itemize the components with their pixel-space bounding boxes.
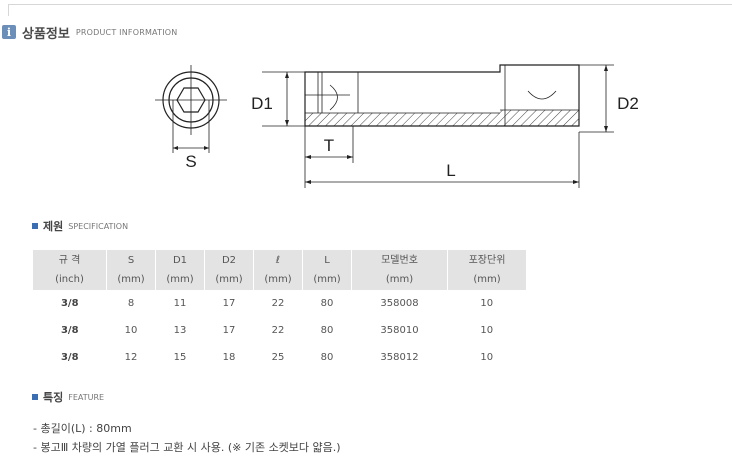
cell-d1: 11 bbox=[173, 298, 187, 309]
cell-l-small: 25 bbox=[271, 352, 285, 363]
col-header: D2(mm) bbox=[204, 250, 254, 290]
cell-pack: 10 bbox=[480, 352, 494, 363]
product-info-header: i 상품정보 PRODUCT INFORMATION bbox=[2, 24, 178, 42]
cell-s: 12 bbox=[124, 352, 138, 363]
spec-subtitle: SPECIFICATION bbox=[68, 221, 129, 231]
cell-s: 8 bbox=[127, 298, 135, 309]
table-row: 3/8 8 11 17 22 80 358008 10 bbox=[33, 290, 526, 317]
cell-size: 3/8 bbox=[60, 325, 79, 336]
col-header: L(mm) bbox=[302, 250, 352, 290]
cell-d2: 17 bbox=[222, 325, 236, 336]
bullet-square-icon bbox=[32, 394, 38, 400]
col-header: S(mm) bbox=[106, 250, 156, 290]
cell-model: 358012 bbox=[380, 352, 419, 363]
table-header-row: 규 격(inch) S(mm) D1(mm) D2(mm) ℓ(mm) L(mm… bbox=[33, 250, 526, 290]
col-header: 규 격(inch) bbox=[33, 250, 107, 290]
table-row: 3/8 10 13 17 22 80 358010 10 bbox=[33, 317, 526, 344]
socket-diagram: S D1 D2 T L bbox=[155, 64, 639, 188]
bullet-square-icon bbox=[32, 223, 38, 229]
cell-size: 3/8 bbox=[60, 352, 79, 363]
dim-label-d2: D2 bbox=[617, 94, 639, 113]
cell-l: 80 bbox=[320, 298, 334, 309]
dim-label-t: T bbox=[324, 136, 334, 155]
top-divider bbox=[8, 4, 732, 5]
col-header: 모델번호(mm) bbox=[351, 250, 448, 290]
socket-side-view: D1 D2 T L bbox=[251, 64, 639, 188]
spec-section-header: 제원 SPECIFICATION bbox=[32, 218, 128, 234]
dim-label-s: S bbox=[185, 152, 196, 171]
cell-size: 3/8 bbox=[60, 298, 79, 309]
left-divider bbox=[8, 5, 9, 16]
dim-label-l: L bbox=[446, 161, 455, 180]
cell-s: 10 bbox=[124, 325, 138, 336]
cell-pack: 10 bbox=[480, 298, 494, 309]
cell-d2: 17 bbox=[222, 298, 236, 309]
header-title: 상품정보 bbox=[22, 26, 70, 42]
cell-l-small: 22 bbox=[271, 298, 285, 309]
cell-d2: 18 bbox=[222, 352, 236, 363]
header-subtitle: PRODUCT INFORMATION bbox=[75, 27, 178, 37]
cell-l-small: 22 bbox=[271, 325, 285, 336]
cell-d1: 13 bbox=[173, 325, 187, 336]
table-row: 3/8 12 15 18 25 80 358012 10 bbox=[33, 344, 526, 371]
dim-label-d1: D1 bbox=[251, 94, 273, 113]
feature-item: - 봉고Ⅲ 차량의 가열 플러그 교환 시 사용. (※ 기존 소켓보다 얇음.… bbox=[33, 441, 341, 454]
spec-title: 제원 bbox=[43, 220, 64, 233]
feature-item: - 총길이(L) : 80mm bbox=[33, 422, 132, 435]
spec-table: 규 격(inch) S(mm) D1(mm) D2(mm) ℓ(mm) L(mm… bbox=[33, 250, 526, 371]
col-header: 포장단위(mm) bbox=[447, 250, 526, 290]
feature-subtitle: FEATURE bbox=[68, 392, 105, 402]
socket-end-view: S bbox=[155, 65, 227, 171]
cell-model: 358010 bbox=[380, 325, 419, 336]
cell-l: 80 bbox=[320, 352, 334, 363]
cell-pack: 10 bbox=[480, 325, 494, 336]
col-header: ℓ(mm) bbox=[253, 250, 303, 290]
cell-l: 80 bbox=[320, 325, 334, 336]
info-icon: i bbox=[2, 25, 16, 39]
feature-section-header: 특징 FEATURE bbox=[32, 389, 104, 405]
cell-d1: 15 bbox=[173, 352, 187, 363]
feature-title: 특징 bbox=[43, 391, 64, 404]
cell-model: 358008 bbox=[380, 298, 419, 309]
col-header: D1(mm) bbox=[155, 250, 205, 290]
